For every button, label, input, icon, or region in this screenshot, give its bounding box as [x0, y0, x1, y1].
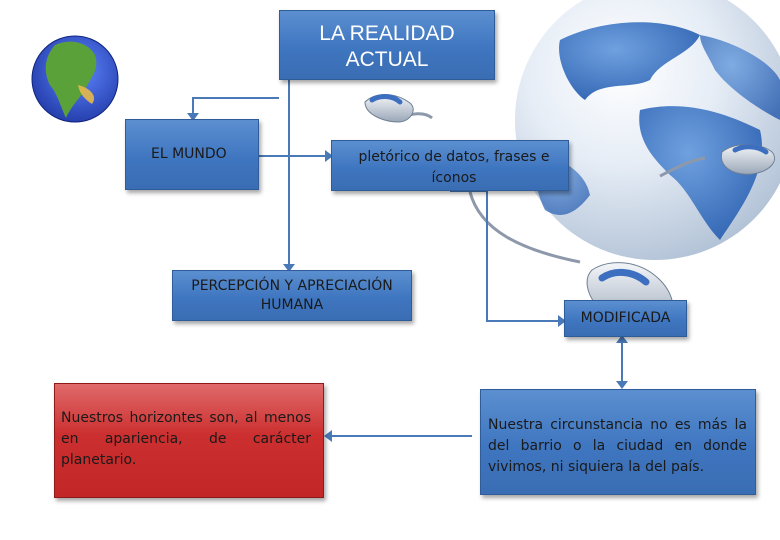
title-box: LA REALIDAD ACTUAL — [279, 10, 495, 80]
node-horizontes-text: Nuestros horizontes son, al menos en apa… — [61, 410, 311, 468]
earth-globe-icon — [31, 35, 119, 123]
node-pletorico: pletórico de datos, frases e íconos — [331, 140, 569, 191]
node-modificada-label: MODIFICADA — [580, 310, 671, 326]
node-el-mundo-label: EL MUNDO — [151, 146, 227, 162]
arrow-head-right — [325, 150, 333, 162]
arrow-head-up — [616, 335, 628, 343]
node-percepcion: PERCEPCIÓN Y APRECIACIÓN HUMANA — [172, 270, 412, 321]
arrow-head-down — [187, 113, 199, 121]
arrow-head-left — [324, 430, 332, 442]
connector-title-mundo — [192, 97, 279, 115]
computer-mouse-icon — [364, 94, 433, 123]
node-percepcion-label: PERCEPCIÓN Y APRECIACIÓN HUMANA — [191, 278, 393, 313]
computer-mouse-icon — [659, 144, 775, 178]
title-text: LA REALIDAD ACTUAL — [319, 22, 455, 71]
connector-lines — [192, 80, 623, 437]
node-circunstancia: Nuestra circunstancia no es más la del b… — [480, 389, 756, 495]
arrow-head-right — [558, 315, 566, 327]
node-circunstancia-text: Nuestra circunstancia no es más la del b… — [488, 417, 747, 475]
node-horizontes: Nuestros horizontes son, al menos en apa… — [54, 383, 324, 498]
big-globe-icon — [515, 0, 780, 260]
arrow-head-down — [616, 381, 628, 389]
arrow-head-down — [283, 264, 295, 272]
node-pletorico-label: pletórico de datos, frases e íconos — [358, 149, 550, 186]
node-el-mundo: EL MUNDO — [125, 119, 259, 190]
connector-pletorico-modificada — [450, 190, 560, 322]
arrowheads — [187, 113, 628, 442]
node-modificada: MODIFICADA — [564, 300, 687, 337]
